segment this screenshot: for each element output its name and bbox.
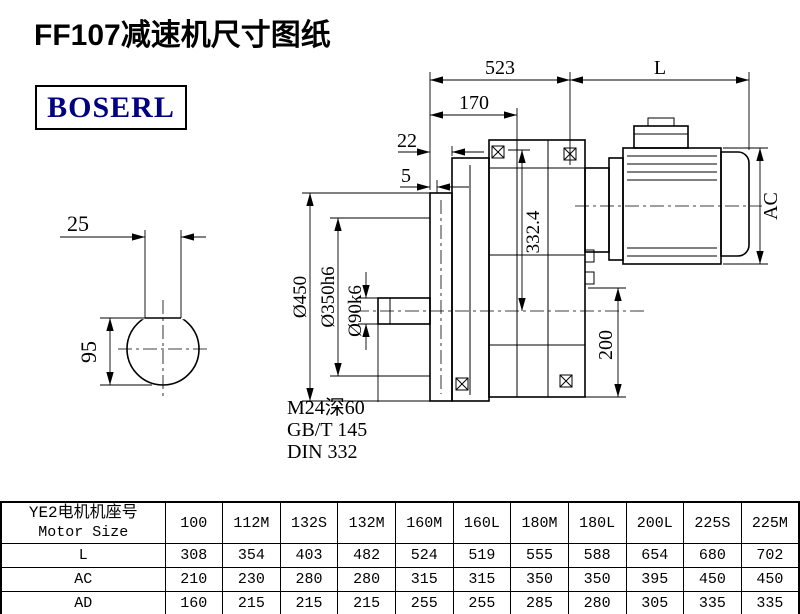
- terminal-box: [633, 125, 689, 149]
- extension-lines: [100, 72, 768, 402]
- cell-AD-3: 215: [337, 591, 396, 614]
- gearbox-outline: [355, 139, 645, 402]
- dim-170-label: 170: [459, 92, 489, 114]
- table-row-AD: AD 160 215 215 215 255 255 285 280 305 3…: [0, 591, 800, 614]
- note-gbt: GB/T 145: [287, 419, 367, 441]
- cell-L-8: 654: [625, 543, 685, 568]
- col-header-132S: 132S: [279, 501, 339, 544]
- bolt-boss: [491, 145, 505, 159]
- cell-L-4: 524: [395, 543, 454, 568]
- motor-size-table: YE2电机机座号 Motor Size 100 112M 132S 132M 1…: [0, 501, 800, 614]
- cell-L-6: 555: [510, 543, 569, 568]
- dim-22-label: 22: [397, 130, 417, 152]
- col-header-180M: 180M: [510, 501, 569, 544]
- cell-L-2: 403: [279, 543, 339, 568]
- cell-AD-5: 255: [452, 591, 512, 614]
- col-header-100: 100: [164, 501, 224, 544]
- motor-size-header-en: Motor Size: [38, 524, 129, 541]
- bolt-boss: [455, 377, 469, 391]
- cell-L-1: 354: [222, 543, 281, 568]
- cell-AD-2: 215: [279, 591, 339, 614]
- cell-AD-6: 285: [510, 591, 569, 614]
- dim-flange-od-label: Ø450: [290, 276, 311, 318]
- col-header-112M: 112M: [222, 501, 281, 544]
- cell-AC-0: 210: [164, 567, 224, 592]
- cell-AC-1: 230: [222, 567, 281, 592]
- motor-outline: [575, 117, 762, 265]
- motor-size-header-cell: YE2电机机座号 Motor Size: [0, 501, 166, 544]
- cell-AC-2: 280: [279, 567, 339, 592]
- col-header-200L: 200L: [625, 501, 685, 544]
- boserl-logo-text: BOSERL: [47, 90, 175, 124]
- boserl-logo: BOSERL: [35, 85, 187, 130]
- bolt-boss: [559, 374, 573, 388]
- dim-5-label: 5: [401, 165, 411, 187]
- note-din: DIN 332: [287, 441, 358, 463]
- table-header-row: YE2电机机座号 Motor Size 100 112M 132S 132M 1…: [0, 501, 800, 544]
- cell-AC-7: 350: [567, 567, 627, 592]
- cell-L-7: 588: [567, 543, 627, 568]
- cell-AD-10: 335: [740, 591, 800, 614]
- cell-L-10: 702: [740, 543, 800, 568]
- cell-AD-1: 215: [222, 591, 281, 614]
- dim-AC-label: AC: [760, 192, 782, 220]
- col-header-160L: 160L: [452, 501, 512, 544]
- row-label-AC: AC: [0, 567, 166, 592]
- shaft-section-view: [118, 300, 210, 398]
- col-header-225S: 225S: [683, 501, 742, 544]
- cell-AD-7: 280: [567, 591, 627, 614]
- col-header-132M: 132M: [337, 501, 396, 544]
- cell-AC-3: 280: [337, 567, 396, 592]
- cell-L-0: 308: [164, 543, 224, 568]
- dim-25-label: 25: [67, 211, 89, 236]
- dimension-drawing: 523 L 170 22 5 25 95 AC 332.4 Ø450 Ø350h…: [60, 57, 782, 463]
- cell-AD-4: 255: [395, 591, 454, 614]
- cell-AD-9: 335: [683, 591, 742, 614]
- table-row-L: L 308 354 403 482 524 519 555 588 654 68…: [0, 543, 800, 568]
- dim-95-label: 95: [76, 341, 101, 363]
- cell-AD-8: 305: [625, 591, 685, 614]
- dim-shaft-dia-label: Ø90k6: [345, 285, 366, 337]
- dim-200-label: 200: [595, 330, 617, 360]
- cell-L-9: 680: [683, 543, 742, 568]
- dim-spigot-dia-label: Ø350h6: [318, 266, 339, 327]
- cell-AC-4: 315: [395, 567, 454, 592]
- cell-AC-5: 315: [452, 567, 512, 592]
- cell-L-5: 519: [452, 543, 512, 568]
- fan-cover: [720, 151, 750, 257]
- row-label-L: L: [0, 543, 166, 568]
- col-header-180L: 180L: [567, 501, 627, 544]
- cell-AD-0: 160: [164, 591, 224, 614]
- motor-size-header-cn: YE2电机机座号: [28, 504, 138, 522]
- row-label-AD: AD: [0, 591, 166, 614]
- col-header-225M: 225M: [740, 501, 800, 544]
- page-title: FF107减速机尺寸图纸: [34, 19, 331, 52]
- col-header-160M: 160M: [395, 501, 454, 544]
- dim-523-label: 523: [485, 57, 515, 79]
- dim-L-label: L: [654, 57, 666, 79]
- cell-L-3: 482: [337, 543, 396, 568]
- cell-AC-6: 350: [510, 567, 569, 592]
- dimension-lines: [60, 76, 764, 401]
- cell-AC-8: 395: [625, 567, 685, 592]
- dim-332-label: 332.4: [523, 210, 544, 253]
- cell-AC-10: 450: [740, 567, 800, 592]
- cell-AC-9: 450: [683, 567, 742, 592]
- note-tap: M24深60: [287, 396, 365, 419]
- table-row-AC: AC 210 230 280 280 315 315 350 350 395 4…: [0, 567, 800, 592]
